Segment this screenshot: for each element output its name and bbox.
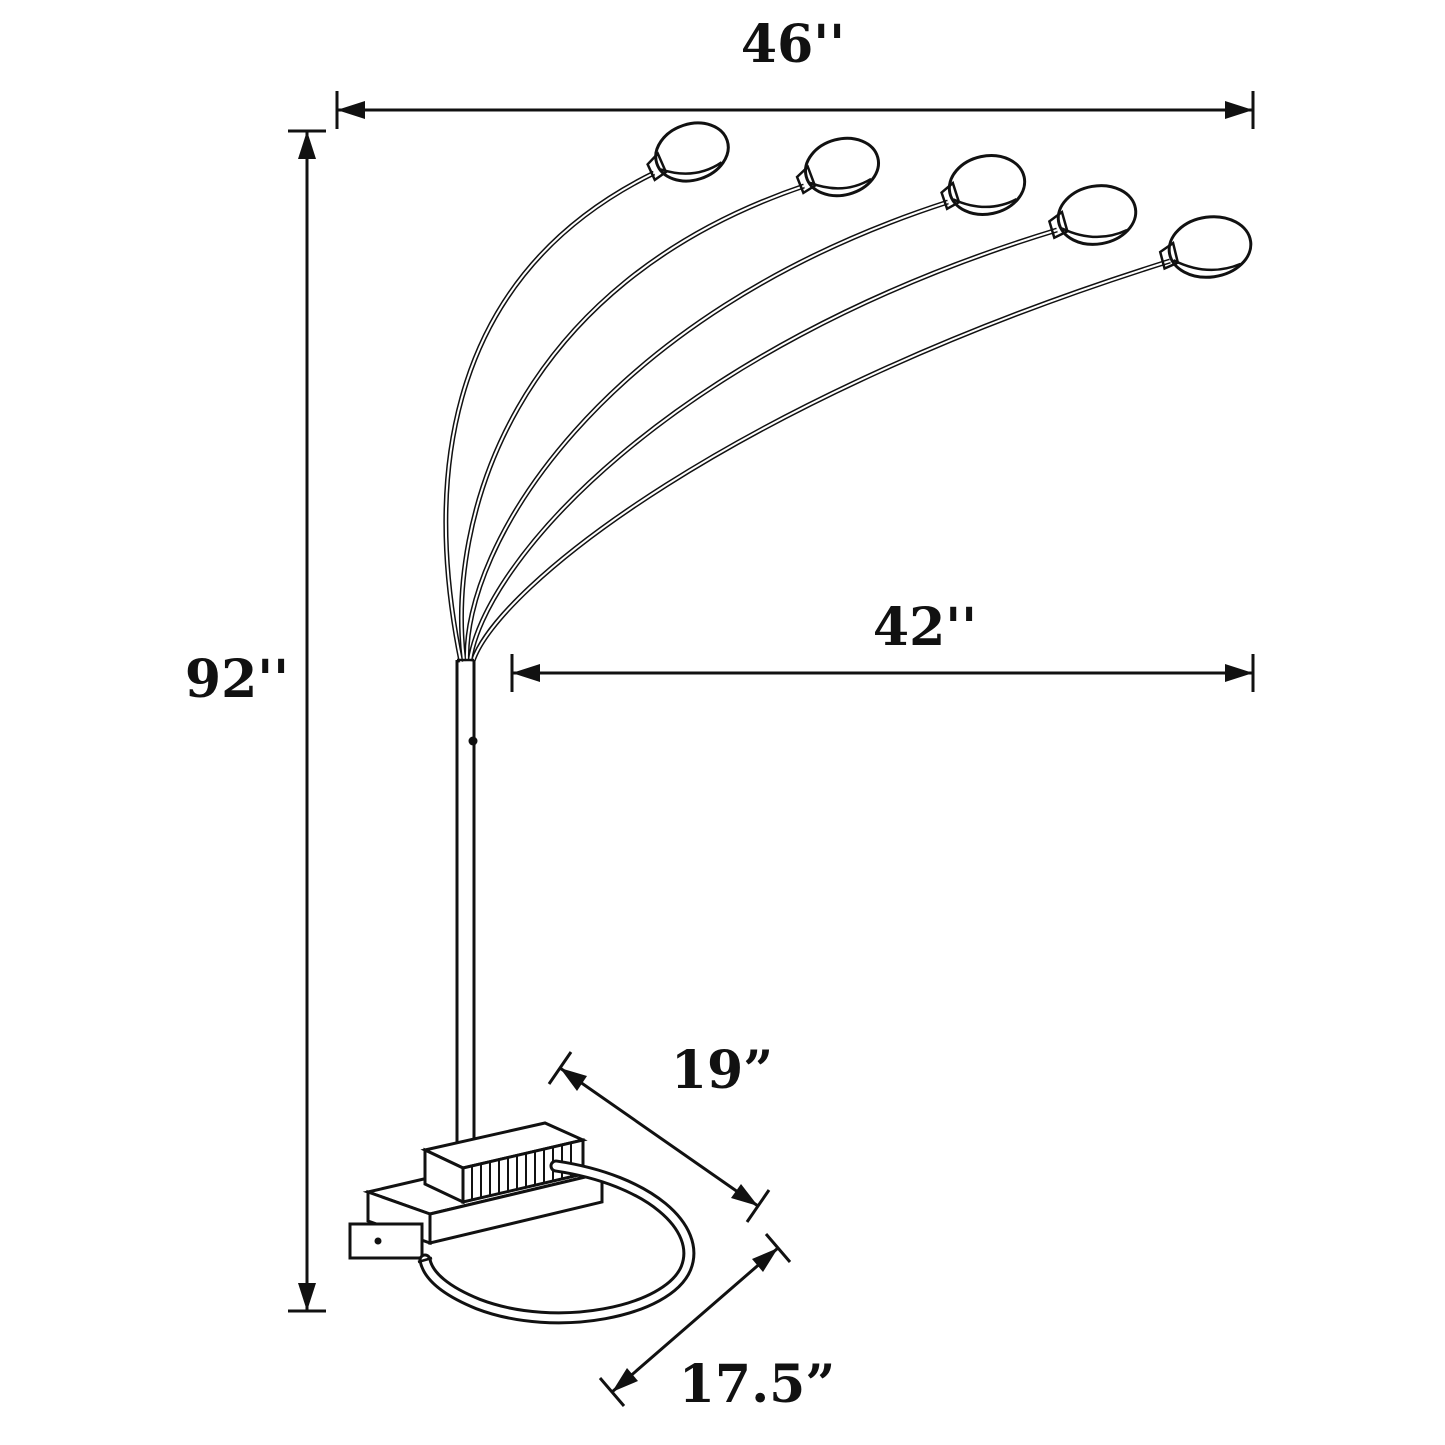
lamp-shades	[646, 121, 1253, 279]
arrowhead-downright-icon	[731, 1184, 758, 1206]
lamp-shade-2	[795, 136, 880, 198]
lamp-shade-3	[940, 154, 1027, 216]
base-left-tab	[348, 1222, 424, 1260]
lamp-shade-1	[646, 121, 730, 183]
base-foot-tube	[417, 1159, 696, 1325]
arrowhead-left-icon	[337, 101, 365, 119]
dimension-base-depth: 19”	[547, 1040, 773, 1223]
dimension-overall-width: 46''	[335, 14, 1255, 129]
overall-height-label: 92''	[185, 649, 289, 710]
arrowhead-upright-icon	[752, 1248, 778, 1272]
arm-extension-label: 42''	[873, 597, 977, 658]
lamp-drawing	[348, 121, 1253, 1325]
dimension-line	[611, 1246, 779, 1394]
arrowhead-right-icon	[1225, 101, 1253, 119]
dimension-line	[559, 1066, 759, 1208]
base-depth-label: 19”	[671, 1040, 773, 1101]
lamp-arm-2	[459, 183, 805, 662]
power-switch-dot	[468, 736, 478, 746]
overall-width-label: 46''	[741, 14, 845, 75]
lamp-arms	[443, 170, 1171, 663]
lamp-arm-3	[464, 199, 949, 662]
arrowhead-upleft-icon	[560, 1068, 587, 1091]
dimension-base-width: 17.5”	[598, 1233, 836, 1415]
lamp-arm-5	[470, 258, 1171, 662]
lamp-shade-4	[1047, 184, 1138, 246]
base-width-label: 17.5”	[679, 1354, 836, 1415]
lamp-pole	[455, 658, 478, 1150]
dimension-arm-extension: 42''	[510, 597, 1255, 692]
arrowhead-down-icon	[298, 1283, 316, 1311]
dimension-overall-height: 92''	[185, 129, 326, 1313]
lamp-shade-5	[1158, 215, 1253, 279]
lamp-base	[348, 1121, 696, 1325]
arrowhead-right-icon	[1225, 664, 1253, 682]
base-step-left-face	[423, 1147, 465, 1205]
arrowhead-downleft-icon	[612, 1368, 638, 1392]
arrowhead-up-icon	[298, 131, 316, 159]
arrowhead-left-icon	[512, 664, 540, 682]
